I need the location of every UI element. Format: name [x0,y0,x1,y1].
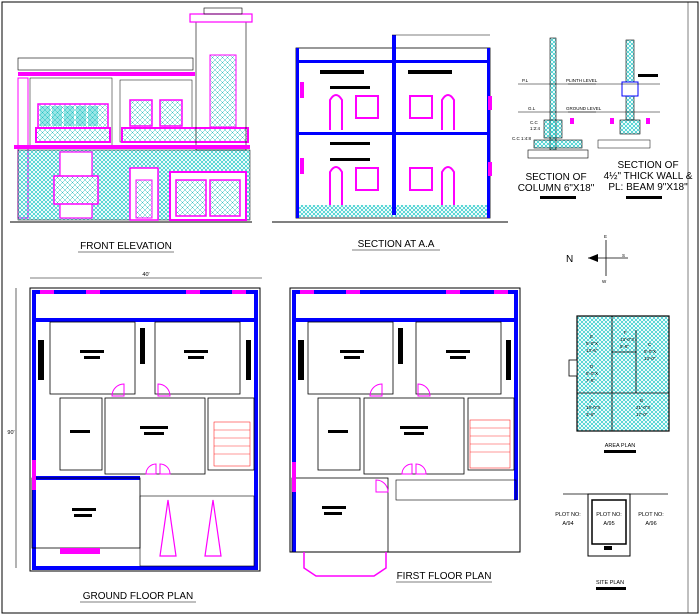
svg-text:SECTION OF: SECTION OF [525,172,586,183]
svg-text:PL: BEAM 9"X18": PL: BEAM 9"X18" [608,182,688,193]
ground-floor-plan: 40' 90' [7,272,262,603]
svg-text:G.L: G.L [528,106,536,111]
first-floor-plan-title: FIRST FLOOR PLAN [397,571,492,582]
svg-text:C.C 1:4:8: C.C 1:4:8 [512,136,532,141]
svg-text:GROUND LEVEL: GROUND LEVEL [566,106,602,111]
area-cell-c-dim: 13'-0" [644,356,656,361]
site-plan: PLOT NO: A/94 PLOT NO: A/95 PLOT NO: A/96 SIT… [555,493,668,590]
svg-text:4½" THICK WALL &: 4½" THICK WALL & [604,171,693,182]
front-elevation: FRONT ELEVATION [10,7,253,253]
area-cell-f-id: F [624,330,627,335]
site-plot-label: PLOT NO: [596,512,622,518]
site-plot-number: A/95 [603,521,614,527]
area-cell-f-dim: 13'-0"X [620,337,634,342]
svg-text:W: W [602,279,607,284]
area-cell-c-dim: 5'-0"X [644,349,656,354]
area-cell-b-id: B [640,398,643,403]
area-cell-c-id: C [648,342,652,347]
column-section: P.L G.L C.C 1:2:4 C.C 1:4:8 SECTION OF C… [512,37,596,199]
wall-section: PLINTH LEVEL GROUND LEVEL SECTION OF 4½"… [566,39,693,199]
area-cell-b-dim: 21'-0"X [636,405,650,410]
area-cell-a-id: A [590,398,593,403]
area-cell-e-dim: 5'-0"X [586,341,598,346]
site-plot-number: A/94 [562,521,573,527]
area-cell-b-dim: 17'-0" [636,412,648,417]
svg-text:E: E [604,234,607,239]
site-plot-number: A/96 [645,521,656,527]
svg-text:SITE PLAN: SITE PLAN [596,580,624,586]
area-cell-d-id: D [590,364,594,369]
site-plot-label: PLOT NO: [638,512,664,518]
area-cell-e-id: E [590,334,593,339]
area-cell-e-dim: 13'-6" [586,348,598,353]
compass: N E W S [566,234,628,284]
front-elevation-title: FRONT ELEVATION [80,241,172,252]
first-floor-plan: FIRST FLOOR PLAN [289,287,521,583]
area-cell-d-dim: 5'-0"X [586,371,598,376]
area-plan: E 5'-0"X 13'-6" F 13'-0"X 5'-6" C 5'-0"X 13'-0" D… [568,315,670,453]
section-aa-title: SECTION AT A.A [358,239,435,250]
svg-text:COLUMN 6"X18": COLUMN 6"X18" [518,183,595,194]
ground-floor-plan-title: GROUND FLOOR PLAN [83,591,194,602]
area-cell-a-dim: 19'-0"X [586,405,600,410]
area-cell-a-dim: 3'-6" [586,412,595,417]
svg-text:1:2:4: 1:2:4 [530,126,541,131]
svg-text:PLINTH LEVEL: PLINTH LEVEL [566,78,598,83]
svg-text:S: S [622,253,625,258]
area-cell-d-dim: 7'-6" [586,378,595,383]
area-cell-f-dim: 5'-6" [620,344,629,349]
svg-text:P.L: P.L [522,78,529,83]
section-aa: SECTION AT A.A [272,34,508,251]
plot-width-label: 40' [142,272,149,278]
svg-text:AREA PLAN: AREA PLAN [605,443,636,449]
svg-text:C.C: C.C [530,120,539,125]
site-plot-label: PLOT NO: [555,512,581,518]
svg-text:SECTION OF: SECTION OF [617,160,678,171]
plot-depth-label: 90' [7,430,14,436]
compass-north: N [566,254,573,265]
